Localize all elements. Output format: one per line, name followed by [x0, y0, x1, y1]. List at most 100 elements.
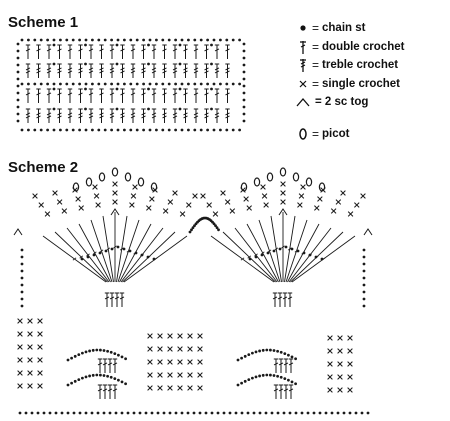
single-crochet-mark	[27, 318, 33, 324]
single-crochet-mark	[187, 333, 193, 339]
chain-st-mark	[199, 38, 203, 42]
chain-st-mark	[52, 107, 56, 111]
chain-st-mark	[242, 56, 246, 60]
treble-crochet-mark	[214, 63, 220, 78]
chain-st-mark	[97, 128, 101, 132]
legend-row-tr: = treble crochet	[296, 57, 398, 73]
chain-st-mark	[97, 82, 101, 86]
two-sc-tog-mark	[110, 208, 120, 216]
single-crochet-mark	[129, 202, 135, 208]
treble-crochet-mark	[78, 108, 83, 123]
chain-st-mark	[71, 82, 75, 86]
legend-label: chain st	[322, 22, 366, 34]
chain-st-mark	[318, 411, 322, 415]
single-crochet-mark	[360, 193, 366, 199]
chain-st-mark	[27, 38, 30, 42]
double-crochet-mark	[116, 215, 128, 283]
chain-st-mark	[214, 224, 217, 228]
chain-st-mark	[178, 87, 182, 91]
chain-st-mark	[140, 253, 144, 257]
legend-eq: =	[312, 40, 320, 54]
single-crochet-mark	[320, 187, 326, 193]
double-crochet-mark	[25, 44, 31, 59]
single-crochet-mark	[298, 193, 305, 199]
chain-st-mark	[103, 82, 107, 86]
double-crochet-mark	[97, 358, 103, 373]
single-crochet-mark	[327, 335, 333, 341]
legend-label: double crochet	[322, 41, 405, 53]
double-crochet-mark	[193, 44, 199, 59]
chain-st-mark	[116, 38, 120, 42]
double-crochet-mark	[107, 384, 113, 399]
treble-crochet-mark	[78, 63, 83, 78]
chain-st-mark	[78, 411, 82, 415]
chain-st-mark	[20, 38, 24, 42]
chain-st-mark	[187, 128, 190, 132]
chain-st-mark	[42, 411, 46, 415]
double-crochet-mark	[225, 88, 230, 103]
legend-eq: =	[312, 77, 320, 91]
chain-st-mark	[362, 255, 366, 259]
chain-st-mark	[278, 247, 282, 251]
chain-st-mark	[146, 255, 150, 259]
chain-st-mark	[238, 38, 242, 42]
double-crochet-mark	[283, 384, 289, 399]
chain-st-mark	[66, 383, 70, 387]
single-crochet-mark	[157, 346, 163, 352]
double-crochet-mark	[162, 88, 167, 103]
single-crochet-mark	[37, 331, 43, 337]
chain-st-mark	[110, 38, 113, 42]
chain-st-mark	[156, 411, 160, 415]
legend-row-sc2tog: = 2 sc tog	[296, 94, 368, 110]
chain-st-mark	[174, 82, 178, 86]
treble-crochet-mark	[225, 108, 230, 123]
treble-crochet-mark	[162, 63, 167, 78]
treble-crochet-mark	[36, 63, 41, 78]
double-crochet-mark	[113, 212, 117, 282]
chain-st-mark	[59, 38, 62, 42]
chain-st-mark	[102, 374, 106, 377]
treble-crochet-mark	[204, 63, 209, 78]
double-crochet-mark	[291, 235, 356, 283]
treble-crochet-mark	[172, 108, 178, 123]
chain-st-mark	[20, 255, 24, 259]
two-sc-tog-mark	[278, 208, 288, 216]
chain-st-mark	[193, 128, 197, 132]
treble-crochet-mark	[193, 108, 199, 123]
chain-st-mark	[95, 373, 99, 377]
chain-st-mark	[20, 82, 24, 86]
single-crochet-mark	[167, 385, 173, 391]
legend-label: picot	[322, 128, 350, 140]
double-crochet-mark	[25, 88, 31, 103]
two-sc-tog-mark	[13, 228, 23, 236]
double-crochet-mark	[193, 88, 199, 103]
single-crochet-mark	[229, 208, 236, 214]
legend-eq: =	[312, 21, 320, 35]
chain-st-mark	[135, 82, 139, 86]
single-crochet-mark	[146, 205, 152, 211]
chain-st-mark	[243, 379, 247, 383]
chain-st-mark	[77, 378, 81, 382]
chain-st-mark	[95, 348, 99, 352]
legend-label: treble crochet	[322, 59, 399, 71]
picot-mark	[137, 177, 145, 187]
double-crochet-mark	[66, 227, 110, 283]
picot-mark	[305, 177, 313, 187]
chain-st-mark	[254, 375, 258, 379]
single-crochet-mark	[75, 196, 81, 202]
single-crochet-mark	[354, 202, 360, 208]
double-crochet-mark	[273, 384, 279, 399]
double-crochet-mark	[102, 384, 108, 399]
chain-st-mark	[106, 374, 109, 378]
double-crochet-mark	[120, 88, 125, 103]
chain-st-mark	[236, 358, 240, 362]
chain-st-mark	[193, 38, 197, 42]
chain-st-mark	[231, 128, 235, 132]
chain-st-mark	[308, 253, 312, 257]
chain-st-mark	[16, 84, 20, 88]
treble-crochet-mark	[120, 63, 125, 78]
double-crochet-mark	[78, 44, 83, 59]
double-crochet-mark	[112, 358, 118, 373]
chain-st-mark	[155, 82, 158, 86]
